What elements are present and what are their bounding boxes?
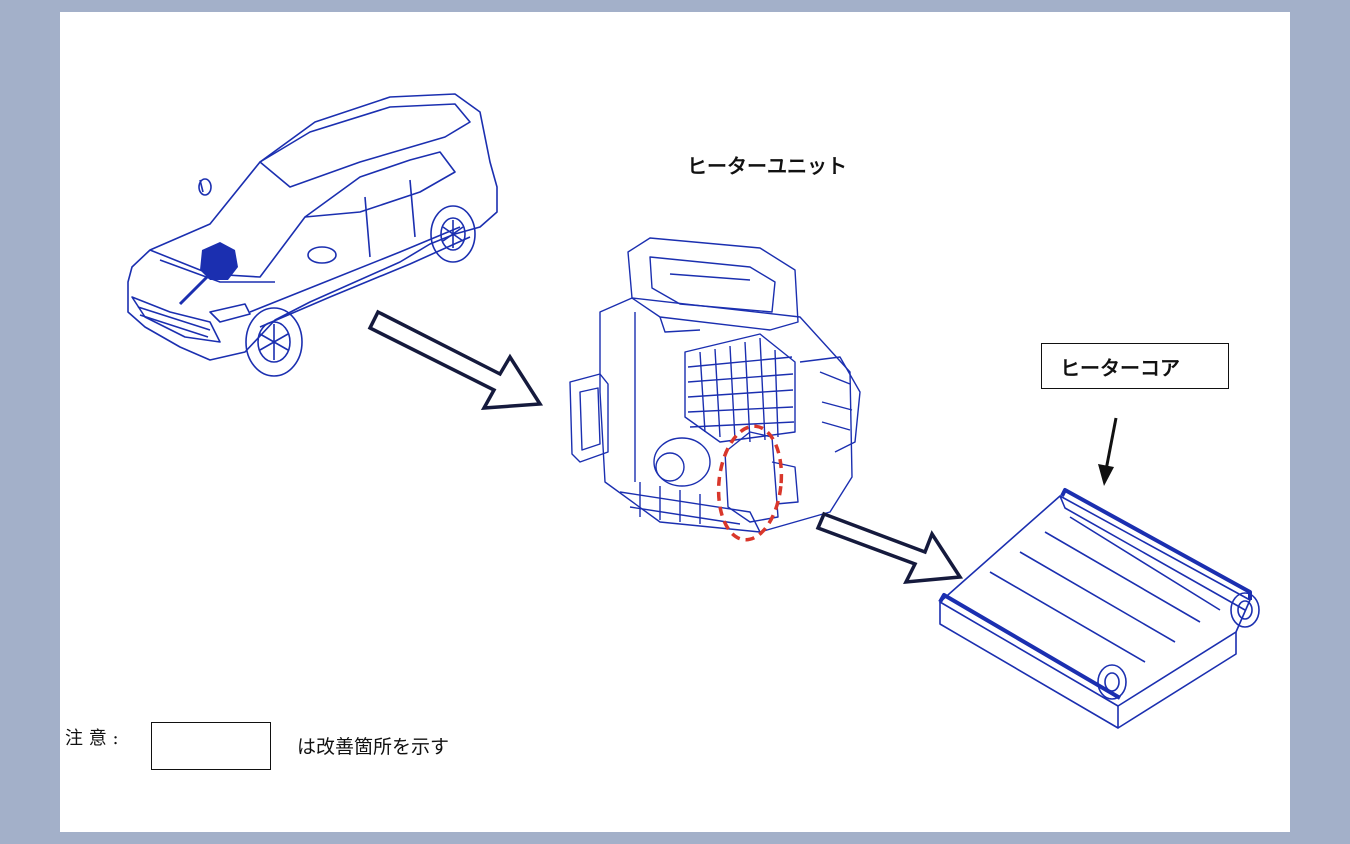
heater-core-illustration xyxy=(938,488,1260,729)
heater-core-label: ヒーターコア xyxy=(1060,356,1180,380)
core-pointer-head xyxy=(1098,464,1114,486)
arrow-car-to-unit xyxy=(367,309,544,410)
heater-core-label-box xyxy=(1041,343,1229,389)
note-suffix: は改善箇所を示す xyxy=(297,736,450,758)
improvement-highlight xyxy=(716,424,784,542)
car-illustration xyxy=(127,93,498,377)
diagram-canvas xyxy=(127,93,1260,729)
core-pointer-line xyxy=(1104,417,1118,471)
heater-unit-illustration xyxy=(569,237,861,533)
note-legend-box xyxy=(151,722,271,770)
diagram-panel: ヒーターユニット ヒーターコア 注 意 : は改善箇所を示す xyxy=(60,12,1290,832)
heater-unit-label: ヒーターユニット xyxy=(687,154,847,178)
note-prefix: 注 意 : xyxy=(65,728,119,749)
heater-location-mark xyxy=(200,242,238,280)
arrow-unit-to-core xyxy=(815,511,964,585)
